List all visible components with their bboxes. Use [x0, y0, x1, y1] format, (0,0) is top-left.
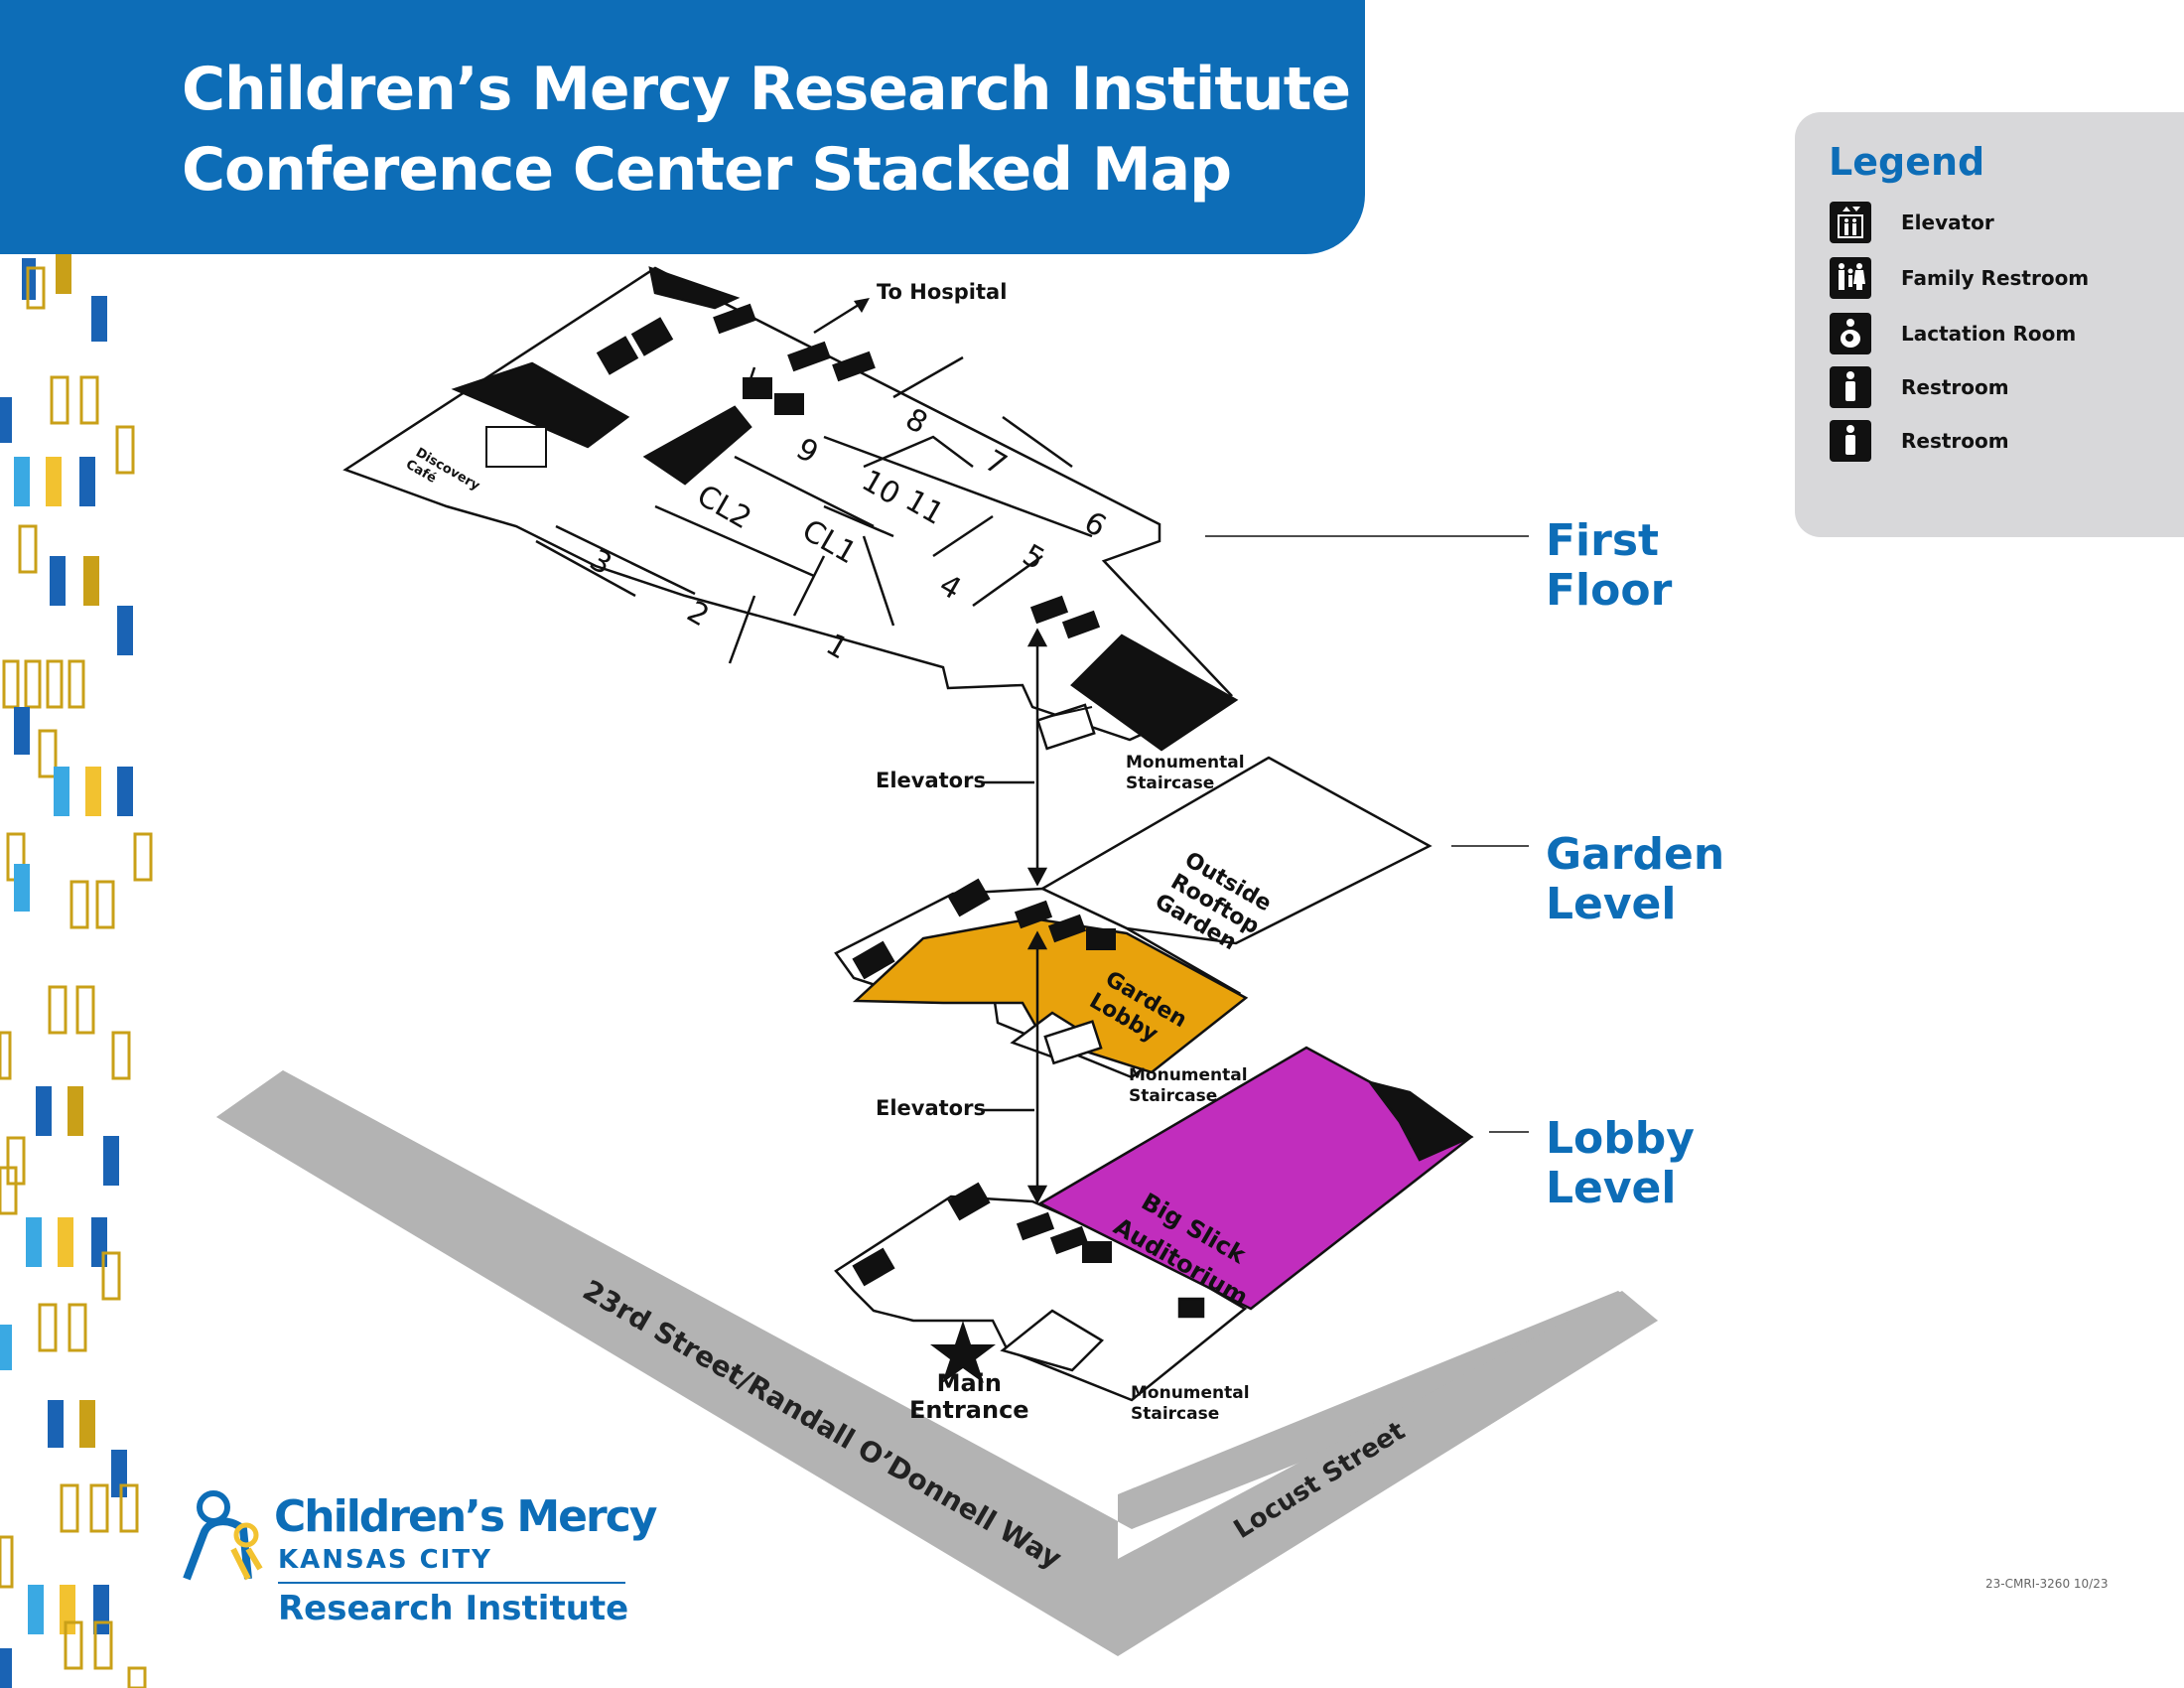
legend-label-restroom-2: Restroom — [1901, 429, 2009, 453]
upper-block — [648, 266, 741, 310]
elevator-arrows — [981, 628, 1048, 1204]
legend-label-lactation-room: Lactation Room — [1901, 322, 2077, 346]
street-locust — [1118, 1291, 1658, 1656]
header-banner: Children’s Mercy Research Institute Conf… — [0, 0, 1365, 254]
lobby-level — [834, 1046, 1474, 1402]
first-floor-staircase-label: Monumental Staircase — [1126, 753, 1245, 793]
family-restroom-icon — [1830, 257, 1871, 299]
to-hospital-arrowhead — [854, 298, 870, 313]
center-block — [642, 405, 752, 486]
room-2: 2 — [681, 595, 715, 634]
restroom-icon — [1830, 420, 1871, 462]
garden-level-icons — [852, 878, 1116, 980]
legend-label-family-restroom: Family Restroom — [1901, 266, 2090, 290]
elevators-label-upper: Elevators — [876, 769, 986, 792]
logo-divider — [278, 1582, 625, 1584]
legend-item-restroom-2: Restroom — [1830, 420, 2184, 468]
lobby-level-outline — [834, 1195, 1248, 1402]
elevators-label-lower: Elevators — [876, 1096, 986, 1120]
auditorium-bottom-block — [1177, 1297, 1205, 1319]
legend-item-elevator: Elevator — [1830, 202, 2184, 249]
main-entrance-star — [930, 1321, 996, 1383]
lobby-level-icons — [852, 1182, 1112, 1383]
garden-level-label: Garden Level — [1546, 829, 1725, 929]
lower-right-block — [1070, 633, 1239, 752]
childrens-mercy-logo-icon — [183, 1490, 263, 1581]
first-floor-icons — [485, 303, 1101, 639]
lobby-staircase-area — [1000, 1309, 1105, 1372]
title-line-1: Children’s Mercy Research Institute — [182, 55, 1351, 124]
to-hospital-arrow — [813, 301, 863, 335]
logo-city: KANSAS CITY — [278, 1545, 492, 1575]
logo-name: Children’s Mercy — [274, 1491, 657, 1542]
page-title: Children’s Mercy Research Institute Conf… — [182, 50, 1351, 211]
auditorium-top-block — [1366, 1079, 1474, 1162]
lactation-room-icon — [1830, 313, 1871, 354]
legend-item-lactation-room: Lactation Room — [1830, 313, 2184, 360]
first-floor — [342, 266, 1239, 752]
garden-lobby — [852, 916, 1249, 1074]
garden-staircase — [1043, 1020, 1103, 1065]
legend-panel: Legend Elevator Family Restroom Lactatio… — [1795, 112, 2184, 537]
logo-institute: Research Institute — [278, 1589, 629, 1628]
lobby-staircase-label: Monumental Staircase — [1131, 1383, 1250, 1424]
legend-label-restroom-1: Restroom — [1901, 375, 2009, 399]
lobby-level-label: Lobby Level — [1546, 1113, 1695, 1213]
to-hospital-label: To Hospital — [877, 280, 1008, 304]
street-23rd-body — [216, 1070, 1658, 1656]
garden-staircase-label: Monumental Staircase — [1129, 1065, 1248, 1106]
first-floor-label: First Floor — [1546, 515, 1673, 616]
main-entrance-label: Main Entrance — [909, 1369, 1029, 1424]
elevator-icon — [1830, 202, 1871, 243]
title-line-2: Conference Center Stacked Map — [182, 135, 1232, 205]
legend-item-restroom-1: Restroom — [1830, 366, 2184, 414]
restroom-icon — [1830, 366, 1871, 408]
legend-label-elevator: Elevator — [1901, 211, 1994, 234]
legend-title: Legend — [1829, 140, 1985, 184]
legend-item-family-restroom: Family Restroom — [1830, 257, 2184, 305]
document-code: 23-CMRI-3260 10/23 — [1985, 1577, 2109, 1591]
